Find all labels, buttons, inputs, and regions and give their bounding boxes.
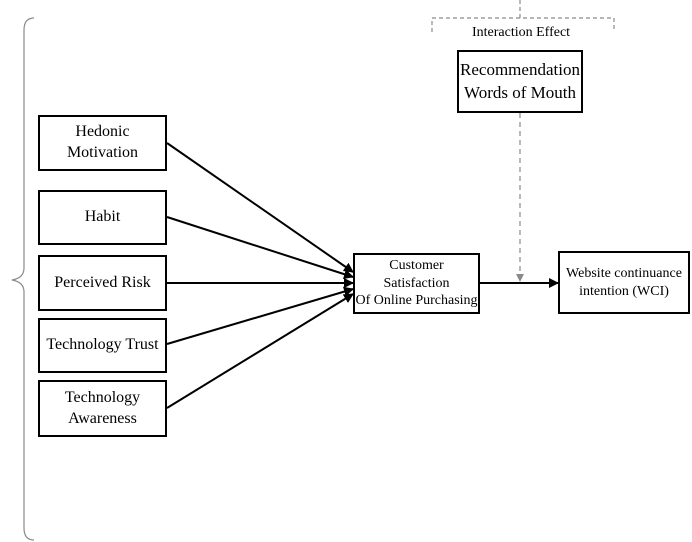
moderator-line-1: Recommendation — [460, 60, 580, 80]
arrow-trust-to-satisfaction — [166, 286, 354, 345]
predictor-technology-trust: Technology Trust — [38, 318, 167, 373]
outcome-box: Website continuance intention (WCI) — [558, 251, 690, 314]
arrow-hedonic-to-satisfaction — [166, 142, 354, 273]
predictor-hedonic-line-1: Hedonic — [75, 123, 130, 141]
mediator-line-1: Customer Satisfaction — [383, 258, 450, 291]
interaction-bracket — [431, 17, 615, 32]
left-grouping-brace — [11, 17, 35, 541]
predictor-trust-line-1: Technology Trust — [46, 336, 159, 354]
predictor-hedonic-motivation: Hedonic Motivation — [38, 115, 167, 171]
predictor-habit-line-1: Habit — [84, 208, 121, 226]
predictor-hedonic-line-2: Motivation — [66, 144, 139, 161]
predictor-technology-awareness: Technology Awareness — [38, 380, 167, 437]
mediator-box: Customer Satisfaction Of Online Purchasi… — [353, 253, 480, 314]
outcome-line-2: intention (WCI) — [579, 283, 669, 299]
arrow-habit-to-satisfaction — [166, 216, 354, 279]
mediator-line-2: Of Online Purchasing — [355, 293, 478, 309]
predictor-awareness-line-1: Technology — [64, 388, 141, 406]
predictor-risk-line-1: Perceived Risk — [54, 273, 151, 291]
outcome-line-1: Website continuance — [566, 266, 682, 281]
predictor-perceived-risk: Perceived Risk — [38, 255, 167, 311]
interaction-effect-label: Interaction Effect — [472, 25, 571, 40]
predictor-awareness-line-2: Awareness — [68, 409, 137, 427]
predictor-habit: Habit — [38, 190, 167, 245]
moderator-line-2: Words of Mouth — [464, 82, 576, 102]
moderator-box: Recommendation Words of Mouth — [457, 50, 583, 113]
arrow-awareness-to-satisfaction — [166, 293, 354, 409]
